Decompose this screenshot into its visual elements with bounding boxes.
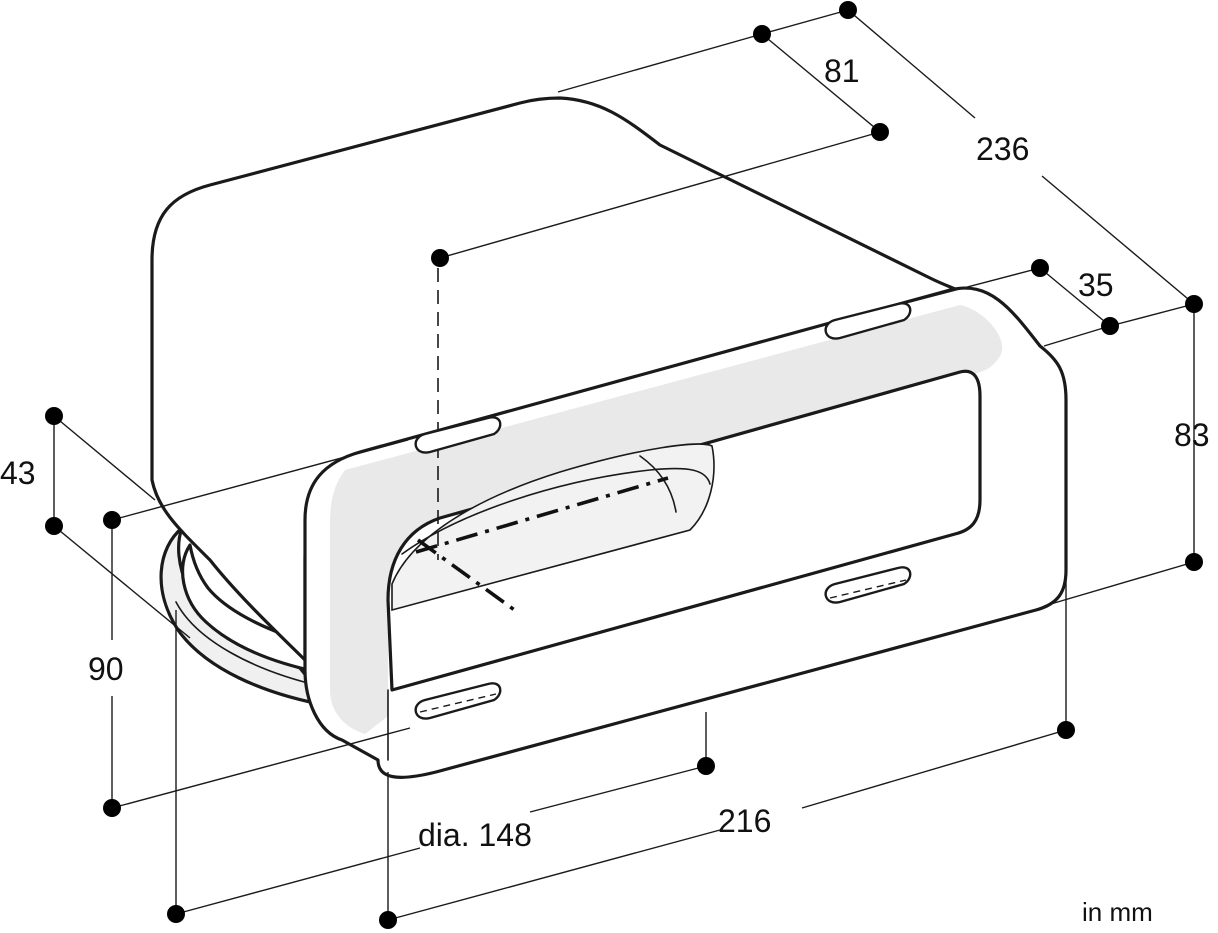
dimension-outlet-offset-label: 81	[824, 53, 860, 89]
dimension-lines	[53, 9, 1195, 921]
fixing-slots	[414, 302, 912, 720]
dimension-height-label: 83	[1174, 417, 1210, 453]
dimension-top-offset-label: 43	[0, 455, 36, 491]
duct-shell	[150, 96, 1042, 662]
dimension-width-label: 216	[718, 803, 771, 839]
dimension-diameter-label: dia. 148	[418, 817, 532, 853]
slot-top-right	[824, 302, 912, 340]
dimension-depth-label: 236	[976, 131, 1029, 167]
dimension-end-points	[45, 1, 1203, 929]
dimension-slot-offset-label: 35	[1078, 267, 1114, 303]
center-line-axis-1	[415, 476, 669, 554]
duct-connector-body	[150, 96, 1068, 779]
dimension-outlet-height-label: 90	[88, 651, 124, 687]
slot-bottom-left	[414, 682, 502, 720]
frame-bottom-lip	[387, 533, 956, 761]
slot-top-left	[414, 416, 502, 454]
center-line-axis-2	[416, 538, 522, 616]
unit-note: in mm	[1082, 897, 1153, 927]
